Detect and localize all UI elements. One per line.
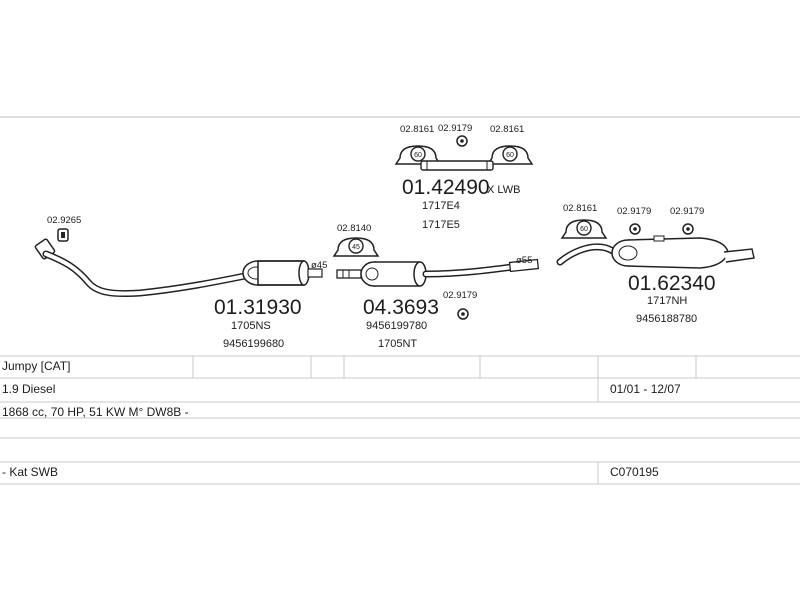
code-31930-1: 1705NS (231, 320, 271, 332)
label-rear-bolt-2: 02.9179 (670, 206, 704, 217)
label-front-gasket: 02.9265 (47, 215, 81, 226)
code-3693-1: 9456199780 (366, 320, 427, 332)
code-42490-1: 1717E4 (422, 200, 460, 212)
diameter-55: ø55 (516, 255, 532, 266)
label-top-mid-bolt: 02.9179 (438, 123, 472, 134)
diameter-45: ø45 (311, 260, 327, 271)
catalog-code-cell: C070195 (610, 465, 659, 479)
label-top-right-clamp: 02.8161 (490, 124, 524, 135)
vehicle-table-grid (0, 355, 800, 485)
mid-pipe-icon (422, 258, 540, 278)
top-right-clamp-icon: 60 (486, 145, 534, 165)
rear-clamp-icon: 60 (560, 219, 608, 239)
badge-clamp-top-right: 60 (506, 152, 514, 159)
rear-bolt-2-icon (682, 223, 694, 235)
part-number-3693: 04.3693 (363, 296, 439, 319)
code-3693-2: 1705NT (378, 338, 417, 350)
badge-clamp-top-left: 60 (414, 152, 422, 159)
code-42490-2: 1717E5 (422, 219, 460, 231)
top-mid-bolt-icon (456, 135, 468, 147)
part-number-62340: 01.62340 (628, 272, 716, 295)
mid-clamp-icon: 45 (332, 237, 380, 257)
top-left-clamp-icon: 60 (394, 145, 442, 165)
mid-silencer-icon (336, 261, 427, 287)
engine-cell: 1.9 Diesel (2, 382, 56, 396)
label-mid-bolt: 02.9179 (443, 290, 477, 301)
code-31930-2: 9456199680 (223, 338, 284, 350)
model-cell: Jumpy [CAT] (2, 359, 71, 373)
label-mid-clamp: 02.8140 (337, 223, 371, 234)
part-note-42490: X LWB (487, 184, 520, 196)
front-silencer-icon (242, 260, 323, 286)
label-rear-clamp: 02.8161 (563, 203, 597, 214)
dates-cell: 01/01 - 12/07 (610, 382, 681, 396)
rear-silencer-icon (556, 235, 755, 269)
front-pipe-icon (34, 238, 249, 298)
badge-clamp-rear: 60 (580, 226, 588, 233)
rear-bolt-1-icon (629, 223, 641, 235)
part-number-31930: 01.31930 (214, 296, 302, 319)
badge-clamp-mid: 45 (352, 244, 360, 251)
code-62340-1: 1717NH (647, 295, 687, 307)
label-top-left-clamp: 02.8161 (400, 124, 434, 135)
top-assembly: 60 60 02.8161 02.9179 02.8161 01.42490 X… (394, 123, 534, 231)
variant-cell: - Kat SWB (2, 465, 59, 479)
top-pipe-icon (420, 160, 494, 171)
mid-bolt-icon (457, 308, 469, 320)
part-number-42490: 01.42490 (402, 176, 490, 199)
label-rear-bolt-1: 02.9179 (617, 206, 651, 217)
spec-cell: 1868 cc, 70 HP, 51 KW M° DW8B - (2, 405, 189, 419)
front-gasket-icon (57, 228, 69, 242)
code-62340-2: 9456188780 (636, 313, 697, 325)
